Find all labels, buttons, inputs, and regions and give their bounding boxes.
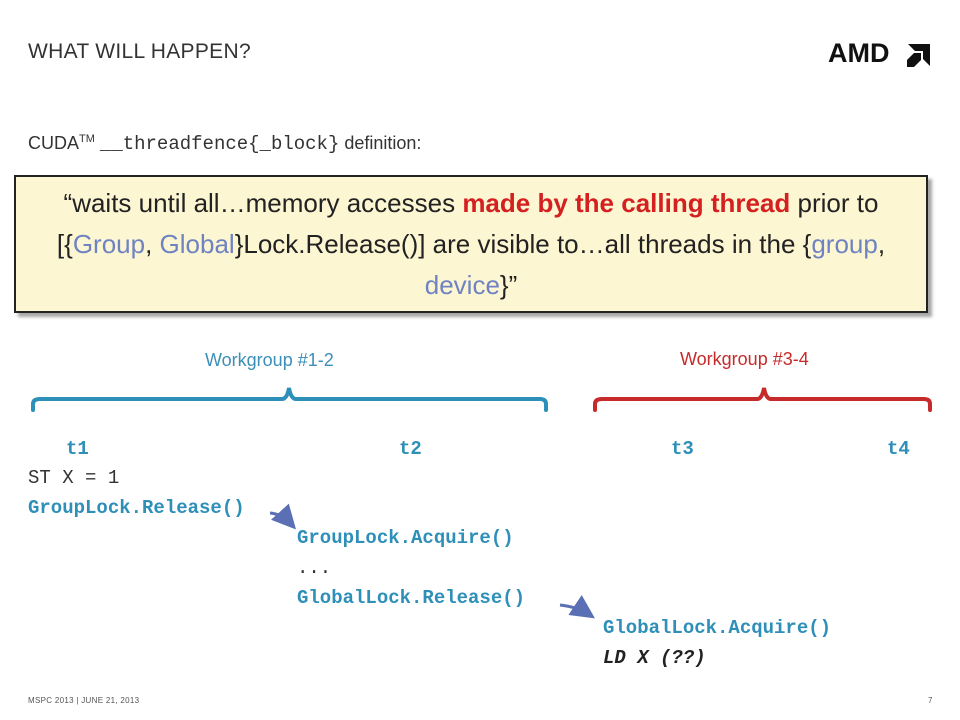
quote-global: Global (159, 229, 235, 259)
thread-t1-label: t1 (66, 438, 89, 460)
footer-text: MSPC 2013 | JUNE 21, 2013 (28, 696, 140, 705)
quote-text-1: “waits until all…memory accesses (63, 188, 463, 218)
global-sync-arrow (559, 595, 595, 619)
quote-comma-2: , (877, 229, 886, 259)
page-title: WHAT WILL HAPPEN? (28, 40, 251, 63)
amd-logo: AMD (826, 36, 936, 70)
code-load: LD X (??) (603, 647, 706, 669)
quote-comma-1: , (145, 229, 160, 259)
sync-arrows (269, 503, 595, 619)
quote-group: Group (72, 229, 146, 259)
definition-label: definition: (339, 133, 422, 153)
workgroup-1-2-label: Workgroup #1-2 (205, 350, 334, 370)
workgroup-3-4-label: Workgroup #3-4 (680, 349, 809, 369)
code-global-acquire: GlobalLock.Acquire() (603, 617, 832, 639)
quote-device: device (424, 270, 500, 300)
code-store: ST X = 1 (28, 467, 120, 489)
workgroup-3-4-brace (593, 387, 932, 412)
page-number: 7 (928, 696, 933, 705)
thread-t4-label: t4 (887, 438, 910, 460)
thread-t2-label: t2 (399, 438, 422, 460)
code-global-release: GlobalLock.Release() (297, 587, 526, 609)
subtitle: CUDATM __threadfence{_block} definition: (28, 133, 421, 155)
quote-end: }” (499, 270, 518, 300)
cuda-label: CUDA (28, 133, 80, 153)
thread-t3-label: t3 (671, 438, 694, 460)
group-sync-arrow (269, 503, 297, 530)
trademark-label: TM (79, 133, 95, 145)
quote-group-lower: group (811, 229, 878, 259)
quote-text-3: }Lock.Release()] are visible to…all thre… (234, 229, 812, 259)
logo-text: AMD (828, 38, 890, 68)
amd-arrow-icon (907, 44, 930, 67)
code-ellipsis: ... (297, 557, 332, 579)
quote-emphasis: made by the calling thread (462, 188, 791, 218)
quote-text-2: prior to [{ (56, 188, 879, 259)
code-group-release: GroupLock.Release() (28, 497, 245, 519)
workgroup-1-2-brace (31, 387, 548, 412)
quote-box: “waits until all…memory accesses made by… (14, 175, 928, 313)
workgroup-braces (31, 387, 932, 412)
function-name: __threadfence{_block} (99, 133, 340, 155)
code-group-acquire: GroupLock.Acquire() (297, 527, 514, 549)
